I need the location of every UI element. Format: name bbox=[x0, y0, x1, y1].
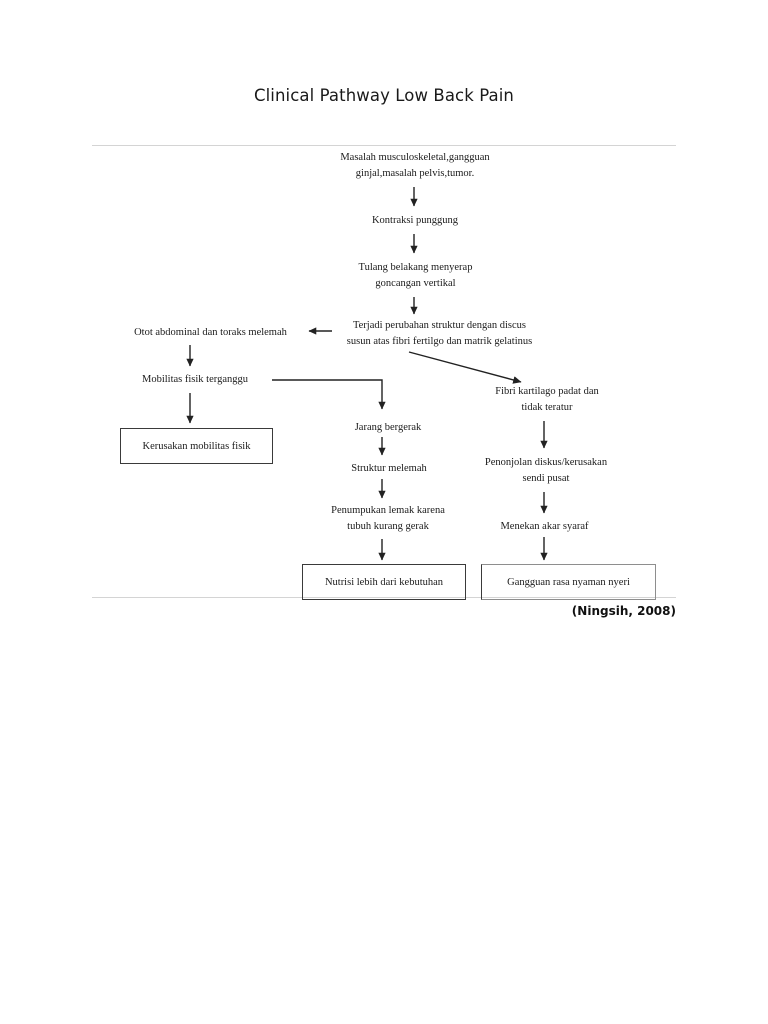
node-terjadi-perubahan-struktur: Terjadi perubahan struktur dengan discus… bbox=[346, 320, 533, 347]
node-struktur-melemah: Struktur melemah bbox=[351, 463, 427, 474]
header-divider-rule bbox=[92, 145, 676, 146]
source-citation: (Ningsih, 2008) bbox=[571, 604, 676, 618]
node-jarang-bergerak: Jarang bergerak bbox=[354, 422, 422, 433]
node-otot-abdominal-toraks-melemah: Otot abdominal dan toraks melemah bbox=[134, 327, 287, 338]
node-nutrisi-lebih-dari-kebutuhan: Nutrisi lebih dari kebutuhan bbox=[302, 564, 466, 600]
node-fibri-kartilago-padat: Fibri kartilago padat dan tidak teratur bbox=[495, 386, 599, 413]
footer-divider-rule bbox=[92, 597, 676, 598]
node-gangguan-rasa-nyaman-nyeri: Gangguan rasa nyaman nyeri bbox=[481, 564, 656, 600]
node-kerusakan-mobilitas-fisik: Kerusakan mobilitas fisik bbox=[120, 428, 273, 464]
page-title: Clinical Pathway Low Back Pain bbox=[253, 86, 514, 105]
node-tulang-belakang-menyerap: Tulang belakang menyerap goncangan verti… bbox=[358, 262, 473, 289]
node-mobilitas-fisik-terganggu: Mobilitas fisik terganggu bbox=[142, 374, 248, 385]
node-menekan-akar-syaraf: Menekan akar syaraf bbox=[500, 521, 589, 532]
edge-n4-n12 bbox=[408, 351, 522, 384]
node-kontraksi-punggung: Kontraksi punggung bbox=[371, 215, 459, 226]
node-penumpukan-lemak: Penumpukan lemak karena tubuh kurang ger… bbox=[331, 505, 445, 532]
node-masalah-musculoskeletal: Masalah musculoskeletal,gangguan ginjal,… bbox=[340, 152, 490, 179]
edge-n6-n8 bbox=[272, 379, 386, 410]
node-penonjolan-diskus: Penonjolan diskus/kerusakan sendi pusat bbox=[484, 457, 608, 484]
